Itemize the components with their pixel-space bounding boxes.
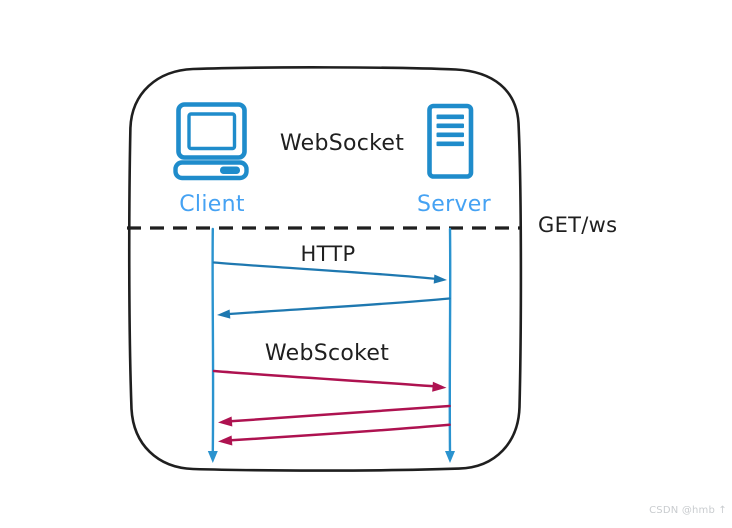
- client-lifeline-arrowhead: [207, 451, 218, 463]
- http-response-arrowhead: [217, 309, 231, 319]
- monitor-screen: [187, 112, 237, 151]
- ws-message-arrowhead-3: [218, 435, 233, 446]
- client-lifeline: [211, 227, 215, 454]
- server-bar-2: [436, 123, 464, 129]
- ws-message-arrowhead-2: [218, 416, 233, 427]
- diagram-boundary-box: [127, 66, 523, 472]
- http-request-arrowhead: [433, 274, 447, 284]
- server-label: Server: [417, 192, 492, 217]
- http-request-arrow: [212, 261, 444, 281]
- desktop-computer-icon: [173, 102, 249, 181]
- server-bar-3: [436, 132, 464, 138]
- server-lifeline-arrowhead: [445, 451, 455, 463]
- http-response-arrow: [220, 297, 451, 316]
- ws-message-arrow-2: [221, 404, 451, 424]
- websocket-section-label: WebScoket: [265, 341, 389, 366]
- server-bar-1: [436, 114, 464, 120]
- computer-base-slot: [220, 166, 240, 174]
- client-label: Client: [179, 192, 245, 217]
- computer-base: [173, 160, 249, 181]
- server-bar-4: [436, 141, 464, 147]
- diagram-title: WebSocket: [280, 131, 404, 156]
- server-tower-icon: [427, 103, 474, 179]
- watermark: CSDN @hmb ↑: [649, 505, 727, 516]
- ws-message-arrow-3: [221, 423, 451, 443]
- http-section-label: HTTP: [301, 242, 356, 266]
- get-ws-annotation: GET/ws: [538, 213, 617, 237]
- ws-message-arrow-1: [212, 369, 443, 389]
- ws-message-arrowhead-1: [432, 381, 447, 392]
